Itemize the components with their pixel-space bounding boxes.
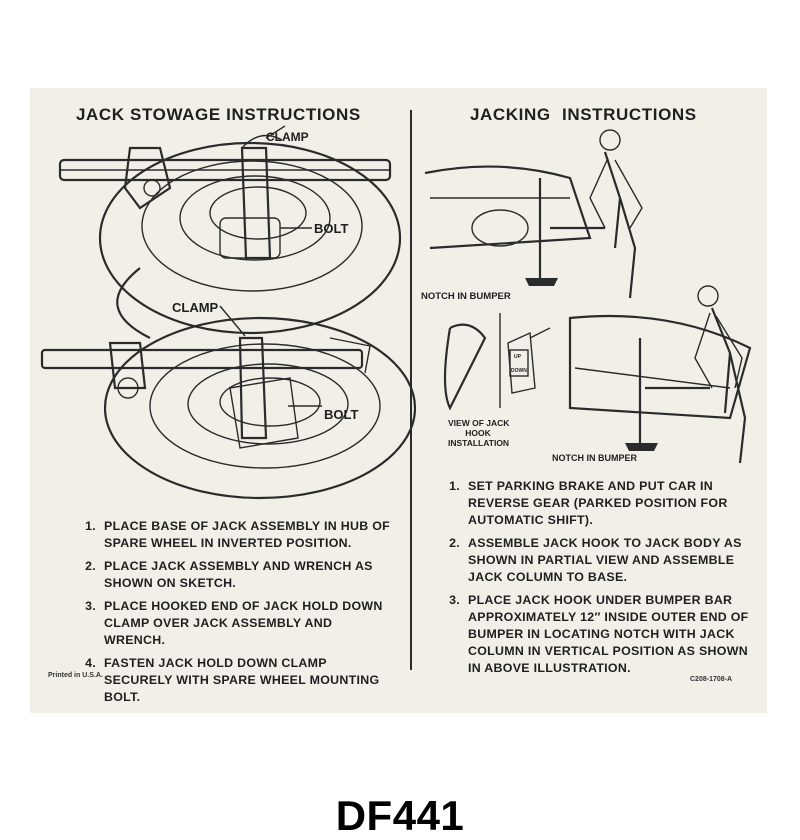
jacking-step-2: 2.ASSEMBLE JACK HOOK TO JACK BODY AS SHO… [449, 536, 742, 584]
jacking-step-3: 3.PLACE JACK HOOK UNDER BUMPER BAR APPRO… [449, 593, 749, 675]
view-of-jack-line1: VIEW OF JACK [448, 418, 510, 428]
notch-in-bumper-callout-bottom: NOTCH IN BUMPER [552, 453, 637, 463]
jacking-title: JACKING INSTRUCTIONS [470, 105, 697, 124]
view-of-jack-hook-callout: VIEW OF JACK HOOK INSTALLATION [448, 418, 510, 448]
printed-in-usa: Printed in U.S.A. [48, 672, 103, 679]
section-divider [410, 110, 412, 670]
product-code: DF441 [335, 792, 465, 839]
part-code: C208-1708-A [690, 676, 733, 683]
stowage-step-3: 3.PLACE HOOKED END OF JACK HOLD DOWN CLA… [85, 599, 383, 647]
stowage-step-2: 2.PLACE JACK ASSEMBLY AND WRENCH AS SHOW… [85, 559, 373, 590]
view-of-jack-line3: INSTALLATION [448, 438, 510, 448]
stowage-step-1: 1.PLACE BASE OF JACK ASSEMBLY IN HUB OF … [85, 519, 391, 550]
instruction-decal: JACK STOWAGE INSTRUCTIONS JACKING INSTRU… [30, 88, 767, 713]
up-label: UP [514, 354, 521, 360]
clamp-callout-top: CLAMP [266, 130, 309, 144]
jack-stowage-illustration-bottom [40, 305, 417, 500]
stowage-steps: 1.PLACE BASE OF JACK ASSEMBLY IN HUB OF … [66, 518, 396, 712]
jack-stowage-title: JACK STOWAGE INSTRUCTIONS [76, 105, 361, 124]
view-of-jack-line2: HOOK [465, 428, 491, 438]
stowage-step-4: 4.FASTEN JACK HOLD DOWN CLAMP SECURELY W… [85, 656, 380, 704]
jacking-steps: 1.SET PARKING BRAKE AND PUT CAR IN REVER… [430, 478, 760, 683]
jack-hook-view-illustration [443, 313, 551, 411]
jacking-illustration-top [424, 129, 643, 299]
down-label: DOWN [511, 368, 527, 374]
notch-in-bumper-callout-top: NOTCH IN BUMPER [421, 291, 511, 302]
jacking-illustration-bottom [568, 285, 752, 464]
jacking-step-1: 1.SET PARKING BRAKE AND PUT CAR IN REVER… [449, 479, 728, 527]
bolt-callout-bottom: BOLT [324, 407, 359, 422]
clamp-callout-bottom: CLAMP [172, 300, 219, 315]
bolt-callout-top: BOLT [314, 221, 349, 236]
jack-stowage-illustration-top [58, 125, 402, 339]
illustrations [40, 125, 752, 500]
